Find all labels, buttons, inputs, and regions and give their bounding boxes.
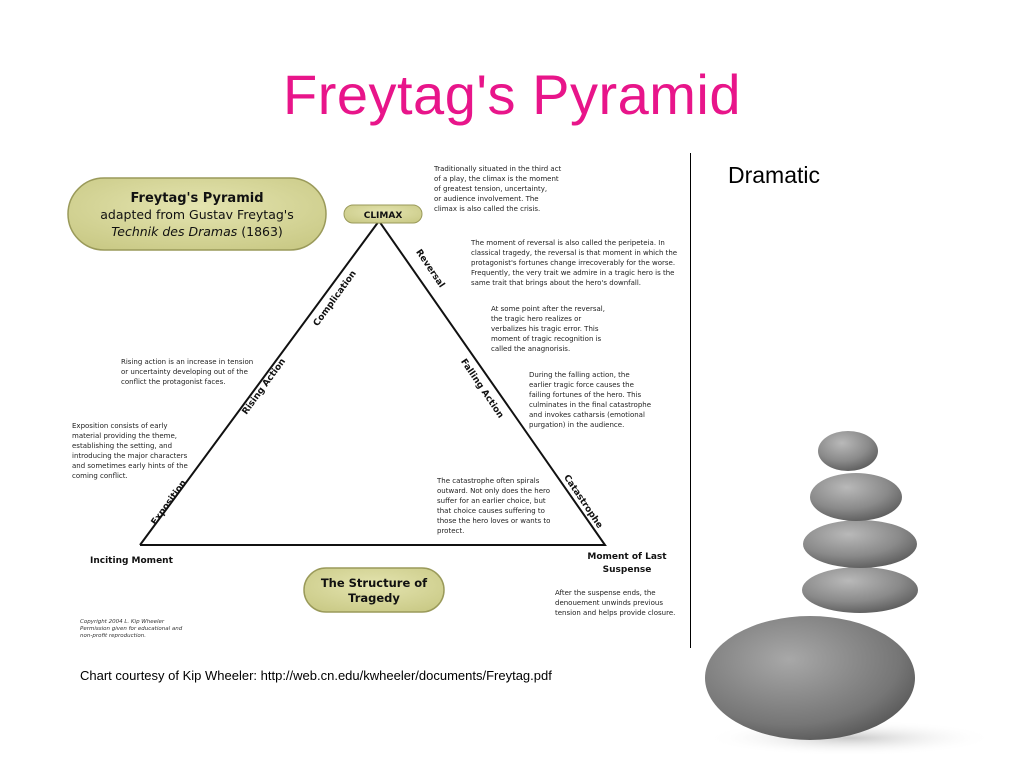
svg-text:Traditionally situated in the: Traditionally situated in the third act [433, 165, 562, 173]
vertical-divider [690, 153, 691, 648]
svg-text:climax is also called the cris: climax is also called the crisis. [434, 205, 540, 213]
diagram-title: Freytag's Pyramid [130, 191, 263, 206]
svg-text:protagonist's fortunes change: protagonist's fortunes change irrecovera… [471, 259, 675, 267]
svg-text:or uncertainty developing out: or uncertainty developing out of the [121, 368, 248, 376]
pyramid-triangle [139, 219, 607, 546]
diagram-subtitle: adapted from Gustav Freytag's [100, 207, 293, 222]
note-rising-action: Rising action is an increase in tension … [121, 358, 253, 386]
edge-label-exposition: Exposition [150, 478, 189, 527]
svg-text:earlier tragic force causes th: earlier tragic force causes the [529, 381, 634, 389]
note-falling-action: During the falling action, the earlier t… [529, 371, 651, 429]
note-reversal: The moment of reversal is also called th… [470, 239, 677, 287]
svg-text:of greatest tension, uncertain: of greatest tension, uncertainty, [434, 185, 547, 193]
svg-text:The moment of reversal is also: The moment of reversal is also called th… [470, 239, 665, 247]
svg-text:and sometimes early hints of t: and sometimes early hints of the [72, 462, 188, 470]
corner-label-last-suspense-1: Moment of Last [587, 552, 667, 562]
edge-label-catastrophe: Catastrophe [561, 473, 604, 530]
svg-text:outward. Not only does the her: outward. Not only does the hero [437, 487, 550, 495]
svg-text:moment of tragic recognition i: moment of tragic recognition is [491, 335, 602, 343]
svg-text:coming conflict.: coming conflict. [72, 472, 128, 480]
svg-text:Frequently, the very trait we: Frequently, the very trait we admire in … [471, 269, 674, 277]
structure-box: The Structure of Tragedy [303, 567, 445, 613]
svg-text:suffer for an earlier choice,: suffer for an earlier choice, but [437, 497, 546, 505]
diagram-source: Technik des Dramas (1863) [111, 224, 283, 239]
svg-text:establishing the setting, and: establishing the setting, and [72, 442, 172, 450]
side-label-dramatic: Dramatic [728, 162, 821, 188]
corner-label-inciting-moment: Inciting Moment [90, 556, 174, 566]
chart-credit: Chart courtesy of Kip Wheeler: http://we… [80, 668, 552, 683]
climax-box: CLIMAX [343, 204, 423, 224]
svg-text:and invokes catharsis (emotion: and invokes catharsis (emotional [529, 411, 645, 419]
svg-text:that choice causes suffering t: that choice causes suffering to [437, 507, 545, 515]
svg-text:At some point after the revers: At some point after the reversal, [491, 305, 605, 313]
svg-text:During the falling action, the: During the falling action, the [529, 371, 630, 379]
svg-text:Copyright 2004 L. Kip Wheeler: Copyright 2004 L. Kip Wheeler [80, 619, 165, 625]
svg-text:those the hero loves or wants: those the hero loves or wants to [437, 517, 550, 525]
copyright-note: Copyright 2004 L. Kip Wheeler Permission… [80, 619, 183, 639]
climax-label: CLIMAX [364, 211, 403, 221]
note-denouement: After the suspense ends, the denouement … [555, 589, 675, 617]
svg-text:tension and helps provide clos: tension and helps provide closure. [555, 609, 675, 617]
svg-text:denouement unwinds previous: denouement unwinds previous [555, 599, 663, 607]
svg-text:the tragic hero realizes or: the tragic hero realizes or [491, 315, 581, 323]
svg-text:called the anagnorisis.: called the anagnorisis. [491, 345, 570, 353]
edge-label-complication: Complication [312, 269, 359, 328]
stacked-stones-image [705, 431, 995, 756]
svg-text:culminates in the final catast: culminates in the final catastrophe [529, 401, 651, 409]
note-exposition: Exposition consists of early material pr… [72, 422, 188, 480]
svg-text:Permission given for education: Permission given for educational and [80, 626, 183, 632]
note-anagnorisis: At some point after the reversal, the tr… [491, 305, 605, 353]
svg-text:of a play, the climax is the m: of a play, the climax is the moment [434, 175, 559, 183]
edge-label-reversal: Reversal [413, 248, 446, 290]
svg-text:purgation) in the audience.: purgation) in the audience. [529, 421, 624, 429]
svg-text:introducing the major characte: introducing the major characters [72, 452, 188, 460]
svg-text:The catastrophe often spirals: The catastrophe often spirals [436, 477, 540, 485]
svg-text:After the suspense ends, the: After the suspense ends, the [555, 589, 656, 597]
svg-text:material providing the theme,: material providing the theme, [72, 432, 177, 440]
svg-text:verbalizes his tragic error. T: verbalizes his tragic error. This [491, 325, 599, 333]
svg-text:failing fortunes of the hero.: failing fortunes of the hero. This [529, 391, 642, 399]
svg-text:non-profit reproduction.: non-profit reproduction. [80, 633, 146, 639]
note-catastrophe: The catastrophe often spirals outward. N… [436, 477, 550, 535]
note-climax: Traditionally situated in the third act … [433, 165, 562, 213]
structure-line-2: Tragedy [348, 591, 400, 605]
svg-text:classical tragedy, the reversa: classical tragedy, the reversal is that … [471, 249, 677, 257]
freytag-diagram: Freytag's Pyramid adapted from Gustav Fr… [67, 165, 677, 639]
svg-text:Rising action is an increase i: Rising action is an increase in tension [121, 358, 253, 366]
structure-line-1: The Structure of [321, 576, 428, 590]
svg-text:or audience involvement. The: or audience involvement. The [434, 195, 539, 203]
slide-title: Freytag's Pyramid [283, 63, 741, 126]
svg-text:protect.: protect. [437, 527, 464, 535]
svg-text:Exposition consists of early: Exposition consists of early [72, 422, 167, 430]
svg-text:conflict the protagonist faces: conflict the protagonist faces. [121, 378, 225, 386]
svg-text:same trait that brings about t: same trait that brings about the hero's … [471, 279, 641, 287]
corner-label-last-suspense-2: Suspense [603, 565, 652, 575]
diagram-title-box: Freytag's Pyramid adapted from Gustav Fr… [67, 177, 327, 251]
